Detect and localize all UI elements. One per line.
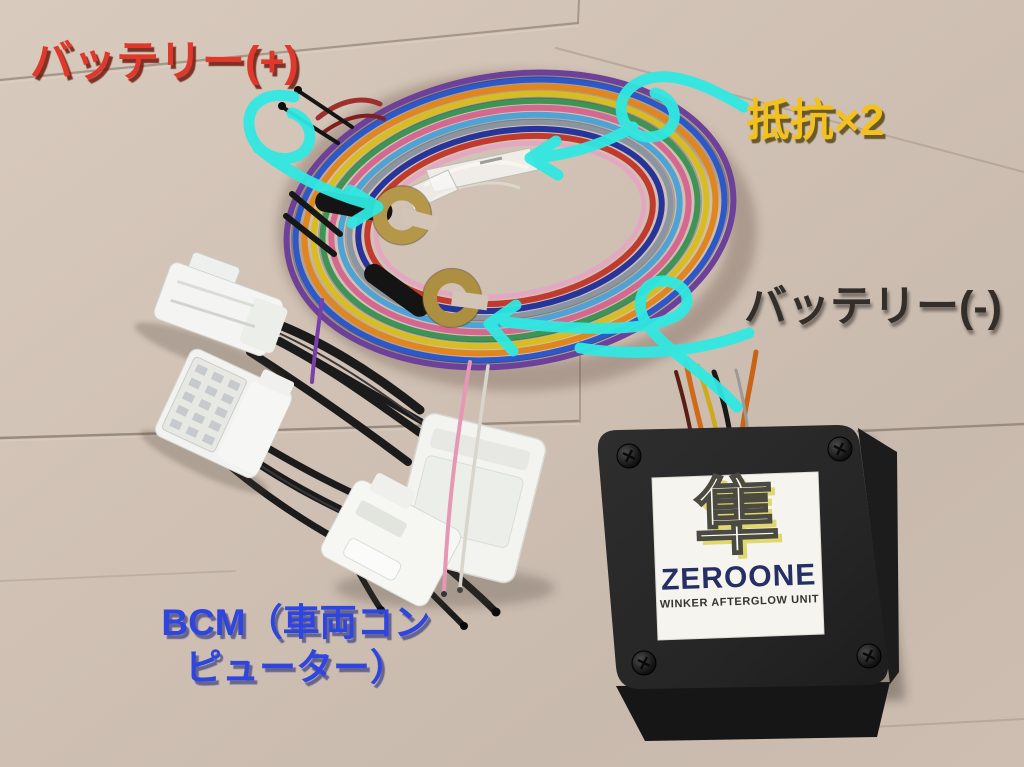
wire-coil — [283, 69, 737, 371]
cyan-arrows — [243, 71, 755, 413]
control-box — [597, 424, 906, 741]
device-label: 隼 ZEROONE WINKER AFTERGLOW UNIT — [649, 465, 827, 645]
annotation-bcm: BCM（車両コン ピューター） — [128, 600, 464, 690]
box-label-plate — [651, 471, 825, 641]
annotation-bcm-line2: ピューター） — [185, 647, 407, 689]
cyan-arrow-battery-minus — [483, 275, 755, 413]
connector-a — [134, 251, 288, 384]
connector-b — [140, 348, 295, 494]
cyan-arrow-resistor — [524, 71, 750, 181]
device-label-kanji: 隼 — [692, 465, 781, 569]
floor-seams — [0, 0, 1024, 732]
fork-terminal-negative — [364, 263, 489, 329]
thin-signal-wires — [441, 360, 490, 597]
box-screws — [616, 436, 882, 676]
cyan-arrow-battery-plus — [243, 89, 384, 229]
annotation-battery-plus: バッテリー(+) — [30, 38, 299, 86]
annotation-resistor-x2: 抵抗×2 — [746, 96, 885, 145]
annotation-bcm-line1: BCM（車両コン — [161, 602, 431, 643]
purple-wire — [310, 298, 324, 384]
device-label-brand: ZEROONE — [660, 557, 817, 597]
annotation-battery-minus: バッテリー(-) — [744, 283, 1002, 331]
